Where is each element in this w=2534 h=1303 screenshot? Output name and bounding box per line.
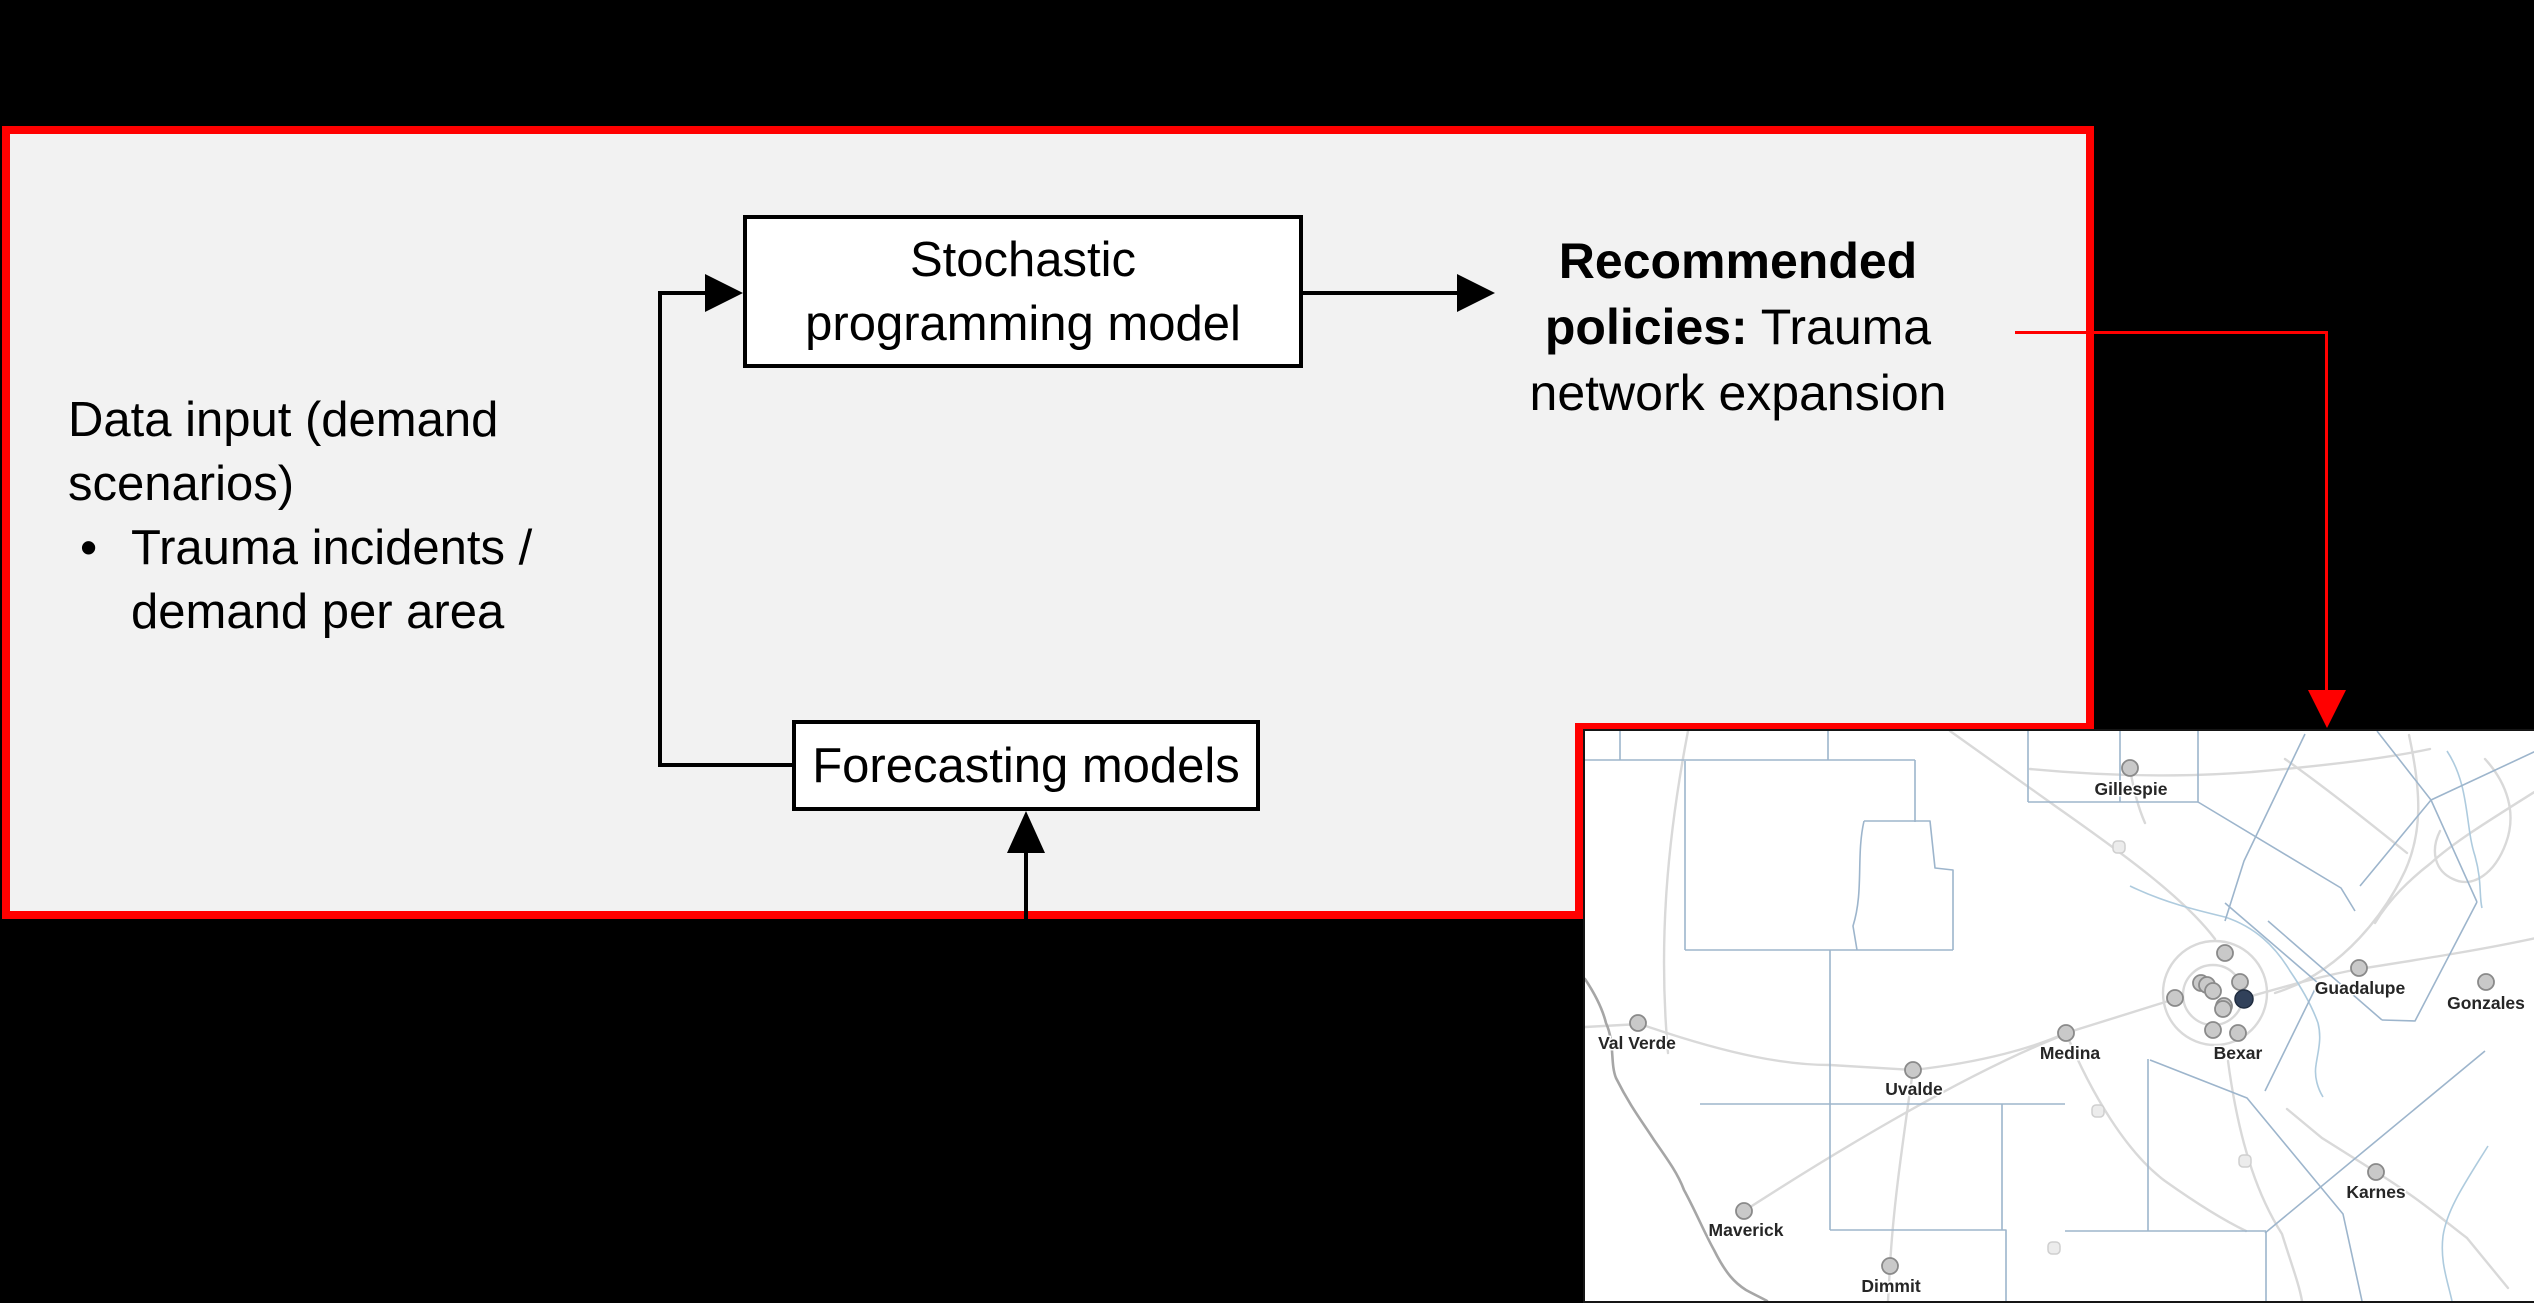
county-label: Val Verde <box>1598 1033 1676 1053</box>
arrow-into-forecasting-head <box>1007 811 1045 853</box>
river-line <box>2441 1145 2489 1301</box>
selected-site-dot <box>2234 989 2254 1009</box>
county-boundary <box>1852 820 1865 951</box>
connector-forecasting-to-stochastic-bottom <box>658 763 794 767</box>
county-boundary <box>2264 982 2319 1092</box>
county-boundary <box>1830 1229 2007 1301</box>
county-boundary <box>2197 731 2356 912</box>
data-input-text: Data input (demand scenarios) • Trauma i… <box>68 388 588 644</box>
arrow-into-stochastic-head <box>705 274 743 312</box>
county-label: Bexar <box>2214 1043 2263 1063</box>
county-label: Uvalde <box>1885 1079 1943 1099</box>
river-line <box>2129 885 2324 1098</box>
arrow-into-forecasting-line <box>1024 853 1028 919</box>
connector-forecasting-to-stochastic-vertical <box>658 291 662 767</box>
county-boundary <box>2381 901 2478 1022</box>
road-line <box>2226 1059 2304 1301</box>
cluster-dot <box>2166 989 2184 1007</box>
red-arrow-horizontal-line <box>2015 331 2327 334</box>
city-dot <box>2477 973 2495 991</box>
data-input-bullet-text: Trauma incidents / demand per area <box>131 521 533 639</box>
cluster-dot <box>2204 982 2222 1000</box>
cluster-dot <box>2231 973 2249 991</box>
road-line <box>1948 731 2217 941</box>
recommended-policies-text: Recommended policies: Trauma network exp… <box>1498 228 1978 426</box>
county-boundary <box>2224 733 2306 922</box>
county-label: Dimmit <box>1861 1276 1920 1296</box>
county-label: Gillespie <box>2095 779 2168 799</box>
stochastic-model-label: Stochastic programming model <box>805 228 1241 356</box>
city-dot <box>1735 1202 1753 1220</box>
panel-red-border-map-top <box>1575 723 2093 731</box>
road-line <box>2273 733 2420 995</box>
county-boundary <box>2224 902 2319 984</box>
stochastic-model-box: Stochastic programming model <box>743 215 1303 368</box>
ring-road <box>2161 939 2269 1047</box>
county-label: Guadalupe <box>2315 978 2406 998</box>
road-line <box>2373 790 2534 925</box>
forecasting-models-label: Forecasting models <box>812 738 1240 793</box>
road-line <box>2433 757 2512 884</box>
cluster-dot <box>2216 944 2234 962</box>
forecasting-models-box: Forecasting models <box>792 720 1260 811</box>
county-label: Medina <box>2040 1043 2101 1063</box>
stochastic-line2: programming model <box>805 296 1241 351</box>
red-arrow-head <box>2308 690 2346 728</box>
city-dot <box>1629 1014 1647 1032</box>
bullet-icon: • <box>80 521 98 575</box>
county-label: Gonzales <box>2447 993 2525 1013</box>
road-line <box>1742 1032 2068 1213</box>
road-line <box>2283 757 2409 855</box>
panel-red-border-map-left <box>1575 723 1583 919</box>
county-label: Maverick <box>1709 1220 1784 1240</box>
county-boundary <box>2149 1059 2363 1301</box>
road-line <box>2028 747 2432 777</box>
city-dot <box>2121 759 2139 777</box>
county-boundary <box>2264 1050 2486 1234</box>
county-label: Karnes <box>2346 1182 2406 1202</box>
highway-shield-icon <box>2047 1241 2061 1255</box>
city-dot <box>1881 1257 1899 1275</box>
data-input-bullet-item: • Trauma incidents / demand per area <box>68 516 591 644</box>
arrow-stochastic-to-policies-line <box>1303 291 1458 295</box>
cluster-dot <box>2214 1000 2232 1018</box>
road-line <box>1662 731 1690 1055</box>
data-input-heading: Data input (demand scenarios) <box>68 393 499 511</box>
river-line <box>2446 750 2483 909</box>
road-line <box>2064 1031 2248 1233</box>
highway-shield-icon <box>2091 1104 2105 1118</box>
red-arrow-vertical-line <box>2325 331 2328 691</box>
cluster-dot <box>2204 1021 2222 1039</box>
highway-shield-icon <box>2238 1154 2252 1168</box>
city-dot <box>1904 1061 1922 1079</box>
connector-forecasting-to-stochastic-top <box>658 291 706 295</box>
highway-shield-icon <box>2112 840 2126 854</box>
county-boundary <box>1864 820 1954 950</box>
city-dot <box>2350 959 2368 977</box>
cluster-dot <box>2229 1024 2247 1042</box>
county-boundary <box>2267 920 2383 1021</box>
recommended-policies-normal: Trauma network expansion <box>1529 299 1947 421</box>
county-boundary <box>2430 751 2534 801</box>
city-dot <box>2057 1024 2075 1042</box>
county-boundary <box>2359 799 2432 887</box>
stochastic-line1: Stochastic <box>909 232 1137 287</box>
city-dot <box>2367 1163 2385 1181</box>
rio-grande-river <box>1585 977 1769 1301</box>
arrow-stochastic-to-policies-head <box>1457 274 1495 312</box>
recommended-policies-bold: Recommended policies: <box>1544 233 1918 355</box>
